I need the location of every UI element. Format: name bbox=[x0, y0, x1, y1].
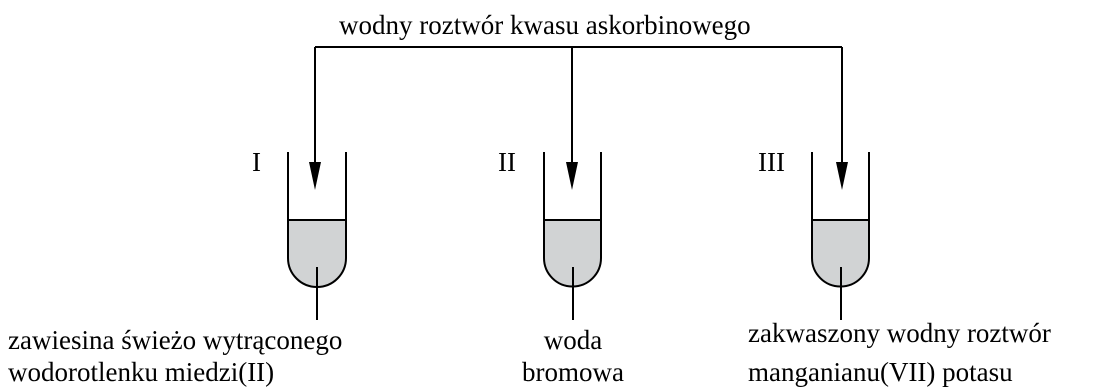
tube-3-numeral: III bbox=[758, 147, 785, 177]
tube-2-contents-line-1: woda bbox=[543, 325, 603, 355]
tube-1-numeral: I bbox=[252, 147, 261, 177]
tube-2-numeral: II bbox=[498, 147, 516, 177]
liquid-tube-3 bbox=[812, 220, 869, 287]
reagent-label: wodny roztwór kwasu askorbinowego bbox=[339, 10, 751, 40]
arrowhead-tube-1 bbox=[309, 162, 321, 190]
liquid-tube-1 bbox=[288, 220, 346, 287]
arrowhead-tube-3 bbox=[836, 162, 848, 190]
arrowhead-tube-2 bbox=[566, 162, 578, 190]
arrowheads bbox=[309, 162, 848, 190]
reagent-distribution-lines bbox=[314, 46, 843, 180]
test-tube-2 bbox=[543, 152, 602, 320]
tube-1-contents-line-1: zawiesina świeżo wytrąconego bbox=[8, 325, 343, 355]
test-tube-1 bbox=[287, 152, 347, 320]
tube-3-contents-line-1: zakwaszony wodny roztwór bbox=[748, 318, 1051, 348]
tube-3-contents-line-2: manganianu(VII) potasu bbox=[748, 357, 1013, 387]
test-tube-3 bbox=[811, 152, 870, 320]
tube-1-contents-line-2: wodorotlenku miedzi(II) bbox=[8, 357, 275, 387]
liquid-tube-2 bbox=[544, 220, 601, 287]
tube-2-contents-line-2: bromowa bbox=[522, 357, 624, 387]
